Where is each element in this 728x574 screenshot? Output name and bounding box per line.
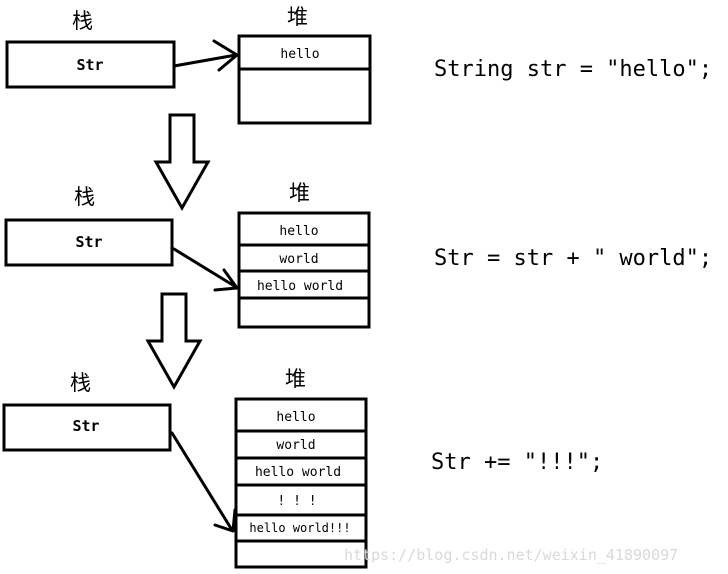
stage-3-heap: hello world hello world ! ! ! hello worl… bbox=[234, 397, 368, 569]
stage-2-heap-cell-2 bbox=[237, 243, 371, 273]
stage-2-heap-cell-3 bbox=[237, 269, 371, 300]
stage-1-heap-cell-1-text: hello bbox=[280, 47, 319, 62]
stage-3-heap-cell-3-text: hello world bbox=[255, 465, 341, 480]
stage-3-code: Str += "!!!"; bbox=[431, 450, 603, 475]
stage-3-heap-cell-6 bbox=[234, 539, 368, 569]
transition-arrow-2 bbox=[145, 292, 203, 391]
stage-3-heap-cell-4 bbox=[234, 483, 368, 517]
stage-2-stack-label: 栈 bbox=[74, 185, 95, 209]
stage-3-heap-cell-4-text: ! ! ! bbox=[277, 494, 316, 509]
stage-2-pointer-arrow bbox=[172, 247, 239, 292]
watermark: https://blog.csdn.net/weixin_41890097 bbox=[344, 546, 678, 564]
stage-1-stack-label: 栈 bbox=[72, 9, 93, 33]
stage-2-heap: hello world hello world bbox=[237, 211, 371, 329]
transition-arrow-1 bbox=[153, 113, 211, 212]
stage-2-code: Str = str + " world"; bbox=[434, 246, 712, 271]
stage-1-pointer-arrow bbox=[172, 39, 239, 72]
stage-1-code: String str = "hello"; bbox=[434, 57, 712, 82]
stage-3-pointer-arrow bbox=[170, 431, 237, 533]
stage-3-heap-cell-2 bbox=[234, 429, 368, 460]
stage-1-heap-cell-2 bbox=[237, 67, 372, 125]
stage-2-heap-cell-4 bbox=[237, 296, 371, 329]
stage-1-heap: hello bbox=[237, 34, 372, 125]
stage-3-heap-cell-5-text: hello world!!! bbox=[249, 521, 350, 535]
stage-3-heap-cell-1 bbox=[234, 397, 368, 433]
stage-3-stack-variable-box bbox=[2, 403, 172, 452]
stage-2-heap-cell-2-text: world bbox=[279, 252, 318, 267]
stage-3-heap-cell-5 bbox=[234, 513, 368, 543]
stage-2-heap-cell-3-text: hello world bbox=[257, 279, 343, 294]
stage-3: 栈 堆 Str hello world hello world ! ! ! he… bbox=[2, 367, 603, 569]
stage-3-heap-cell-3 bbox=[234, 456, 368, 487]
stage-3-heap-cell-1-text: hello bbox=[276, 410, 315, 425]
stage-2-heap-cell-1-text: hello bbox=[279, 224, 318, 239]
stage-3-stack-variable-label: Str bbox=[72, 417, 99, 435]
stage-1: 栈 堆 Str hello String str = "hello"; bbox=[5, 5, 712, 125]
stage-2-stack-variable-box bbox=[4, 218, 174, 267]
stage-1-stack-variable-label: Str bbox=[76, 56, 103, 74]
stage-2-stack-variable-label: Str bbox=[75, 233, 102, 251]
stage-3-heap-label: 堆 bbox=[285, 367, 306, 391]
stage-1-heap-label: 堆 bbox=[287, 5, 308, 29]
stage-2-heap-label: 堆 bbox=[289, 181, 310, 205]
stage-3-heap-cell-2-text: world bbox=[276, 438, 315, 453]
stage-3-stack-label: 栈 bbox=[70, 371, 91, 395]
stage-1-stack-variable-box bbox=[5, 40, 176, 89]
stage-2: 栈 堆 Str hello world hello world Str = st… bbox=[4, 181, 712, 329]
